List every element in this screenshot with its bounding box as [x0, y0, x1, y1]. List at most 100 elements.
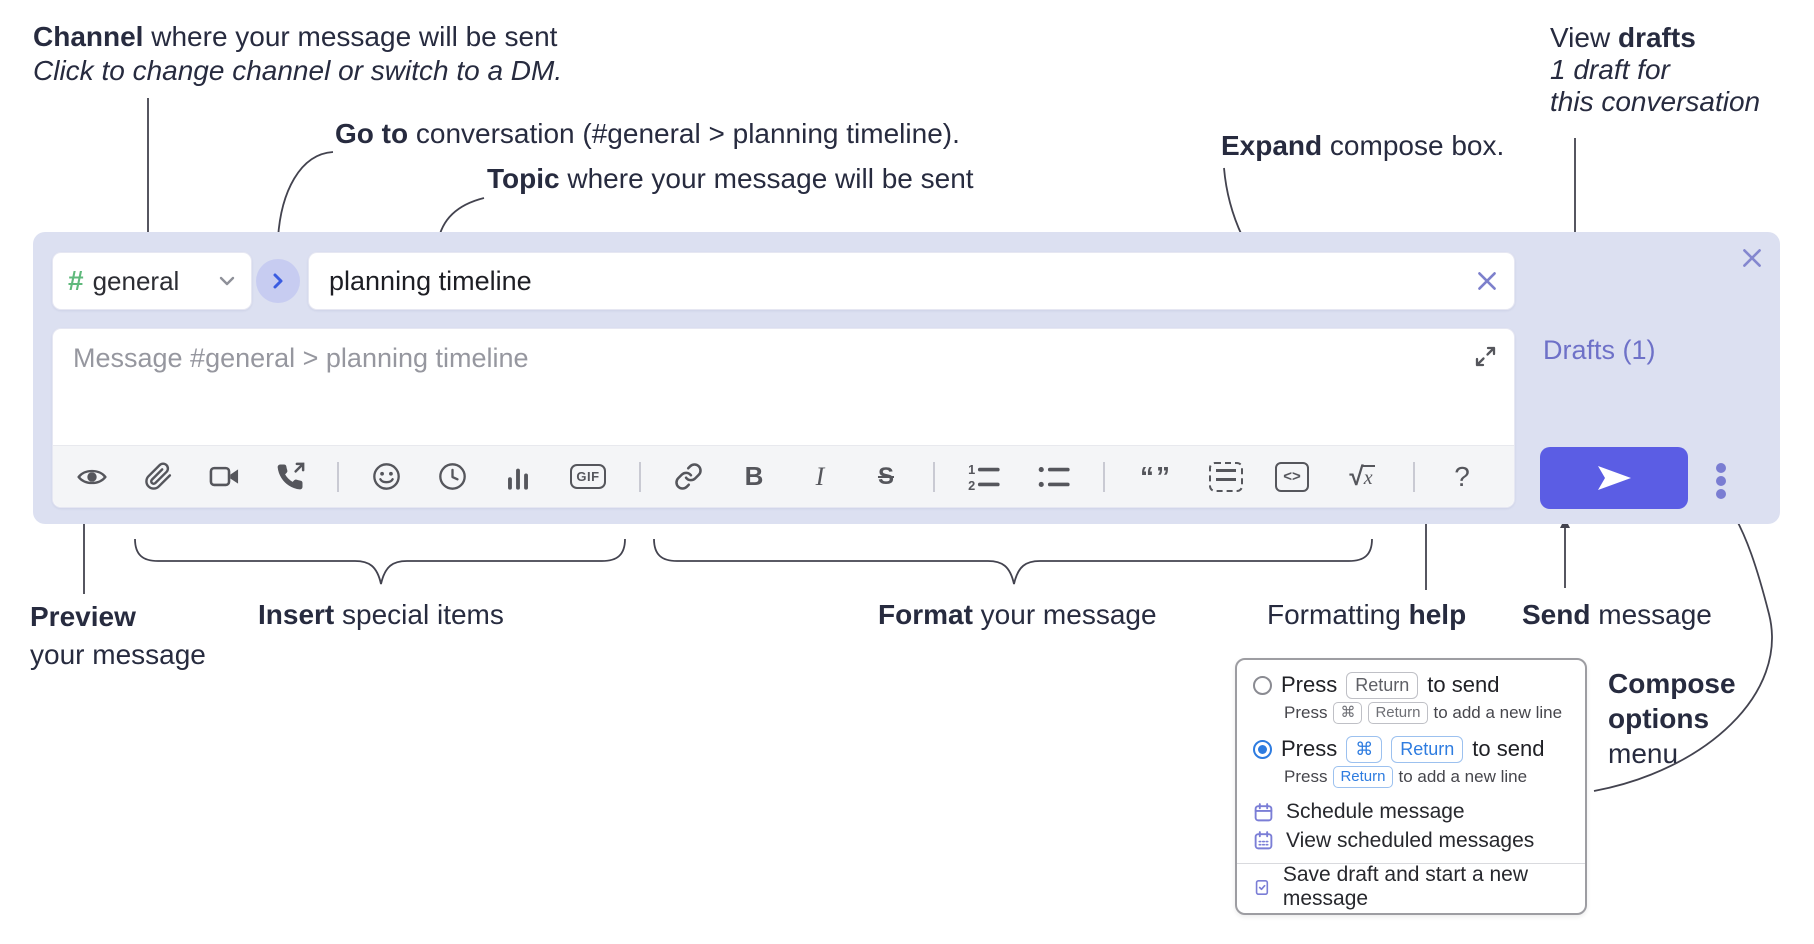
inline-code-button[interactable]: <>	[1273, 458, 1311, 496]
blockquote-button[interactable]: “”	[1133, 458, 1179, 496]
toolbar-divider	[933, 461, 935, 492]
clear-topic-button[interactable]	[1474, 268, 1500, 294]
return-keycap: Return	[1368, 701, 1428, 724]
calendar-icon	[1254, 803, 1273, 822]
gif-button[interactable]: GIF	[565, 458, 611, 496]
italic-button[interactable]: I	[801, 458, 839, 496]
emoji-icon	[372, 463, 400, 490]
save-draft-icon	[1255, 879, 1269, 895]
poll-button[interactable]	[499, 458, 537, 496]
expand-compose-button[interactable]	[1472, 343, 1499, 370]
channel-name: general	[92, 265, 180, 296]
preview-button[interactable]	[73, 458, 111, 496]
schedule-message-item[interactable]: Schedule message	[1253, 798, 1569, 826]
audio-clip-button[interactable]	[271, 458, 309, 496]
compose-options-button[interactable]	[1712, 459, 1730, 503]
compose-box: # general	[33, 232, 1780, 524]
message-input[interactable]	[71, 341, 1455, 445]
view-drafts-annotation: View drafts 1 draft for this conversatio…	[1550, 22, 1761, 117]
topic-field	[308, 252, 1515, 310]
channel-annotation: Channel where your message will be sent …	[33, 21, 563, 86]
formula-icon: √	[1349, 461, 1364, 491]
close-icon	[1743, 249, 1761, 267]
calendar-grid-icon	[1254, 831, 1273, 850]
kebab-dot	[1716, 463, 1726, 473]
topic-input[interactable]	[327, 264, 1474, 298]
video-clip-button[interactable]	[205, 458, 243, 496]
help-icon: ?	[1454, 460, 1470, 492]
compose-options-menu: Press Return to send Press ⌘ Return to a…	[1235, 658, 1587, 915]
gif-icon: GIF	[570, 464, 606, 489]
return-keycap: Return	[1333, 765, 1393, 788]
view-scheduled-messages-item[interactable]: View scheduled messages	[1253, 827, 1569, 855]
expand-icon	[1475, 346, 1496, 367]
emoji-button[interactable]	[367, 458, 405, 496]
cmd-keycap: ⌘	[1346, 735, 1383, 763]
inline-code-icon: <>	[1275, 461, 1309, 492]
phone-outgoing-icon	[277, 462, 305, 489]
drafts-link[interactable]: Drafts (1)	[1543, 335, 1656, 365]
blockquote-icon: “”	[1140, 460, 1172, 492]
strikethrough-button[interactable]: S	[867, 458, 905, 496]
return-to-send-option[interactable]: Press Return to send	[1253, 670, 1569, 700]
formula-button[interactable]: √x	[1339, 458, 1385, 496]
strikethrough-icon: S	[877, 462, 894, 490]
ordered-list-icon: 1 2	[968, 462, 1000, 492]
format-annotation: Format your message	[878, 599, 1157, 630]
toolbar-divider	[1413, 461, 1415, 492]
code-block-button[interactable]	[1207, 458, 1245, 496]
channel-selector[interactable]: # general	[52, 252, 252, 310]
channel-hash-icon: #	[68, 265, 84, 296]
video-camera-icon	[209, 466, 238, 487]
svg-text:1: 1	[968, 462, 975, 477]
toolbar-divider	[639, 461, 641, 492]
cmd-return-to-send-option[interactable]: Press ⌘ Return to send	[1253, 734, 1569, 764]
expand-annotation: Expand compose box.	[1221, 130, 1505, 161]
formatting-toolbar: GIF B I S	[53, 445, 1514, 507]
bulleted-list-button[interactable]	[1033, 458, 1075, 496]
italic-icon: I	[815, 461, 825, 491]
formatting-help-button[interactable]: ?	[1443, 458, 1481, 496]
return-keycap: Return	[1391, 735, 1464, 763]
preview-annotation: Preview your message	[30, 601, 206, 670]
send-icon	[1598, 466, 1631, 490]
close-icon	[1478, 272, 1496, 290]
bulleted-list-icon	[1038, 466, 1070, 487]
close-compose-button[interactable]	[1739, 245, 1765, 271]
insert-brace	[134, 538, 626, 585]
cmd-return-to-send-hint: Press Return to add a new line	[1284, 765, 1528, 788]
cmd-keycap: ⌘	[1333, 701, 1363, 724]
goto-pointer-curve	[277, 151, 334, 239]
goto-annotation: Go to conversation (#general > planning …	[335, 118, 960, 149]
save-draft-item[interactable]: Save draft and start a new message	[1253, 863, 1569, 910]
chevron-right-icon	[273, 273, 283, 289]
return-keycap: Return	[1346, 671, 1419, 699]
goto-conversation-button[interactable]	[256, 259, 300, 303]
formatting-help-annotation: Formatting help	[1267, 599, 1467, 630]
link-button[interactable]	[669, 458, 707, 496]
send-annotation: Send message	[1522, 599, 1712, 630]
paperclip-icon	[144, 462, 171, 490]
svg-text:2: 2	[968, 477, 975, 491]
attach-file-button[interactable]	[139, 458, 177, 496]
link-icon	[674, 463, 702, 490]
toolbar-divider	[337, 461, 339, 492]
code-block-icon	[1209, 461, 1243, 492]
message-box: GIF B I S	[52, 328, 1515, 508]
send-button[interactable]	[1540, 447, 1688, 509]
ordered-list-button[interactable]: 1 2	[963, 458, 1005, 496]
recent-items-button[interactable]	[433, 458, 471, 496]
compose-options-annotation: Compose options menu	[1608, 668, 1736, 769]
topic-annotation: Topic where your message will be sent	[487, 163, 974, 194]
kebab-dot	[1716, 476, 1726, 486]
return-to-send-hint: Press ⌘ Return to add a new line	[1284, 701, 1563, 724]
bar-chart-icon	[508, 468, 528, 490]
format-brace	[653, 538, 1373, 585]
radio-unselected-icon[interactable]	[1253, 675, 1272, 695]
bold-button[interactable]: B	[735, 458, 773, 496]
radio-selected-icon[interactable]	[1253, 739, 1272, 759]
clock-icon	[438, 463, 466, 490]
bold-icon: B	[744, 461, 764, 491]
menu-divider	[1237, 863, 1585, 864]
